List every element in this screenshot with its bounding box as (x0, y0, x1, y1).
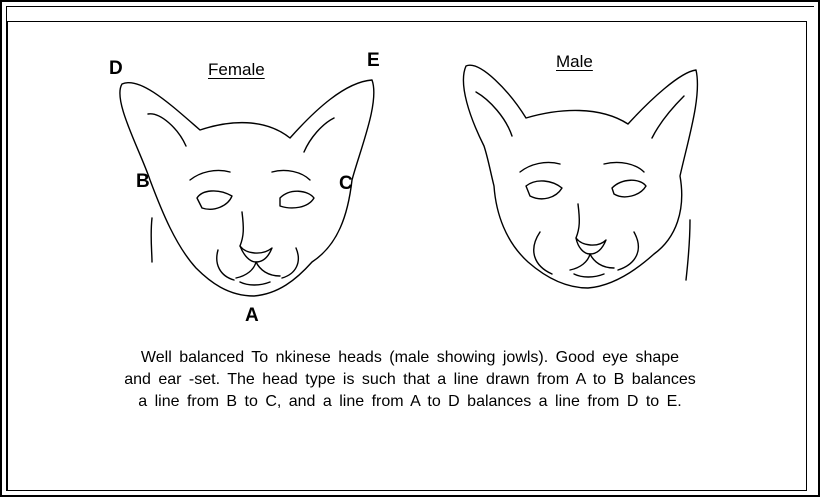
female-head-outline (120, 80, 374, 296)
female-right-whisker-pad (282, 248, 298, 278)
male-brow-right (604, 162, 644, 172)
label-point-d: D (109, 59, 123, 79)
female-brow-left (190, 170, 230, 180)
male-left-eye (526, 181, 562, 199)
male-head-outline (463, 65, 697, 288)
male-left-jowl (534, 232, 552, 274)
female-neck-line (151, 218, 152, 262)
female-right-eye (280, 191, 314, 208)
female-head (120, 80, 374, 296)
female-left-whisker-pad (217, 250, 234, 280)
male-nose (576, 238, 606, 254)
female-nose-bridge (240, 212, 243, 246)
male-left-ear-inner (476, 92, 512, 136)
male-chin (574, 274, 604, 277)
male-head (463, 65, 697, 288)
male-mouth (570, 254, 614, 270)
female-left-eye (197, 191, 232, 209)
caption-line-1: Well balanced To nkinese heads (male sho… (40, 347, 780, 369)
label-point-c: C (339, 174, 353, 194)
male-right-jowl (618, 232, 638, 270)
male-nose-bridge (576, 204, 579, 238)
figure-caption: Well balanced To nkinese heads (male sho… (40, 347, 780, 413)
male-right-ear-inner (652, 96, 684, 138)
label-point-e: E (367, 51, 380, 71)
female-mouth (236, 262, 280, 278)
label-point-b: B (136, 172, 150, 192)
female-brow-right (272, 170, 310, 180)
caption-line-2: and ear -set. The head type is such that… (40, 369, 780, 391)
female-right-ear-inner (304, 118, 334, 152)
male-brow-left (520, 162, 560, 172)
caption-line-3: a line from B to C, and a line from A to… (40, 391, 780, 413)
female-left-ear-inner (148, 114, 186, 146)
label-point-a: A (245, 306, 259, 326)
female-nose (240, 246, 272, 262)
male-caption: Male (556, 52, 593, 72)
female-chin (240, 282, 270, 285)
male-neck-line (686, 220, 690, 280)
male-right-eye (612, 180, 646, 197)
female-caption: Female (208, 60, 265, 80)
